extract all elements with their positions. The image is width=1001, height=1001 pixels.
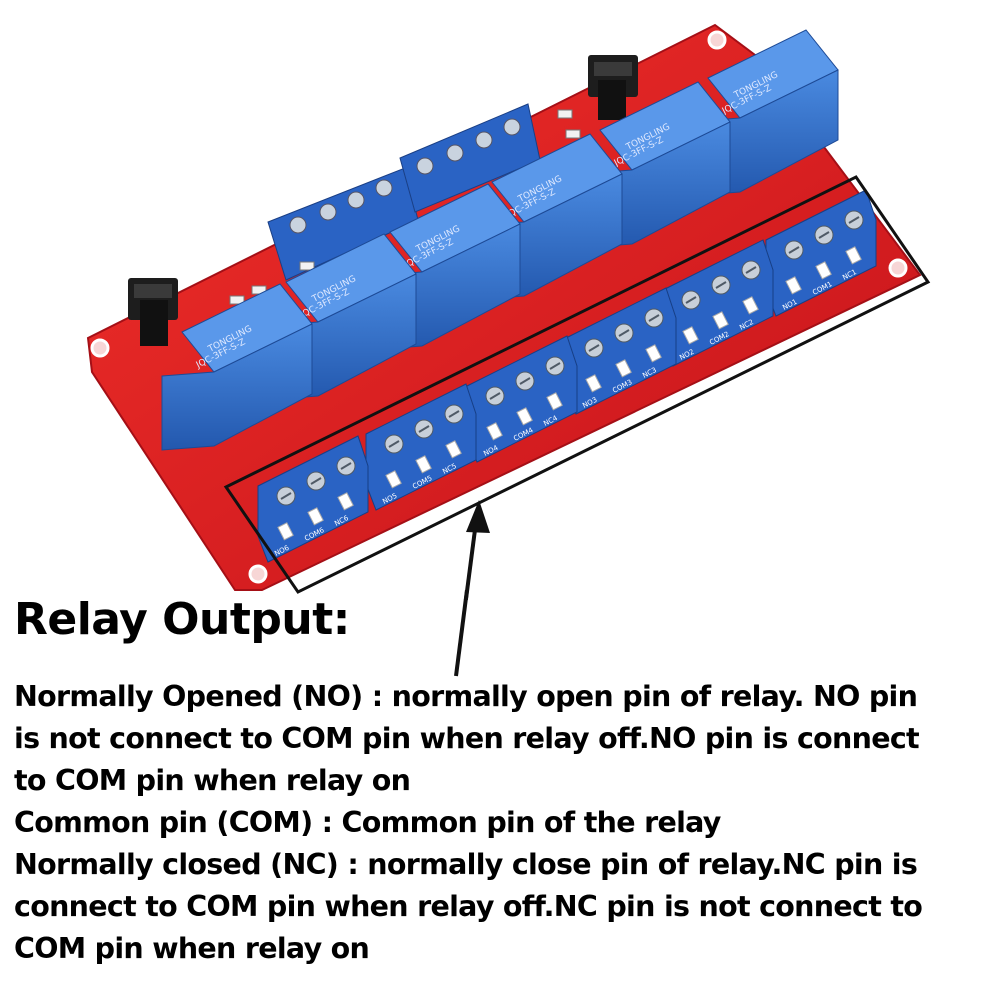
arrow-up-icon (463, 500, 490, 600)
jumper-header-right (588, 55, 638, 120)
description-line: Common pin (COM) : Common pin of the rel… (14, 806, 721, 839)
description-line: Normally closed (NC) : normally close pi… (14, 848, 918, 881)
section-heading: Relay Output: (14, 594, 350, 645)
description-line: is not connect to COM pin when relay off… (14, 722, 920, 755)
highlight-box (223, 175, 931, 594)
description-line: COM pin when relay on (14, 932, 370, 965)
description-line: connect to COM pin when relay off.NC pin… (14, 890, 923, 923)
jumper-header-left (128, 278, 178, 346)
relay-module-photo: TONGLINGJQC-3FF-S-ZTONGLINGJQC-3FF-S-ZTO… (86, 23, 931, 600)
mounting-holes (90, 30, 908, 584)
output-terminal-blocks: NO1COM1NC1NO2COM2NC2NO3COM3NC3NO4COM4NC4… (257, 189, 877, 563)
relay-bodies: TONGLINGJQC-3FF-S-ZTONGLINGJQC-3FF-S-ZTO… (161, 29, 839, 451)
description-line: Normally Opened (NO) : normally open pin… (14, 680, 918, 713)
arrow-shaft-lower (454, 590, 469, 677)
description-line: to COM pin when relay on (14, 764, 411, 797)
input-terminal-blocks (267, 103, 541, 281)
description: Normally Opened (NO) : normally open pin… (14, 676, 994, 970)
